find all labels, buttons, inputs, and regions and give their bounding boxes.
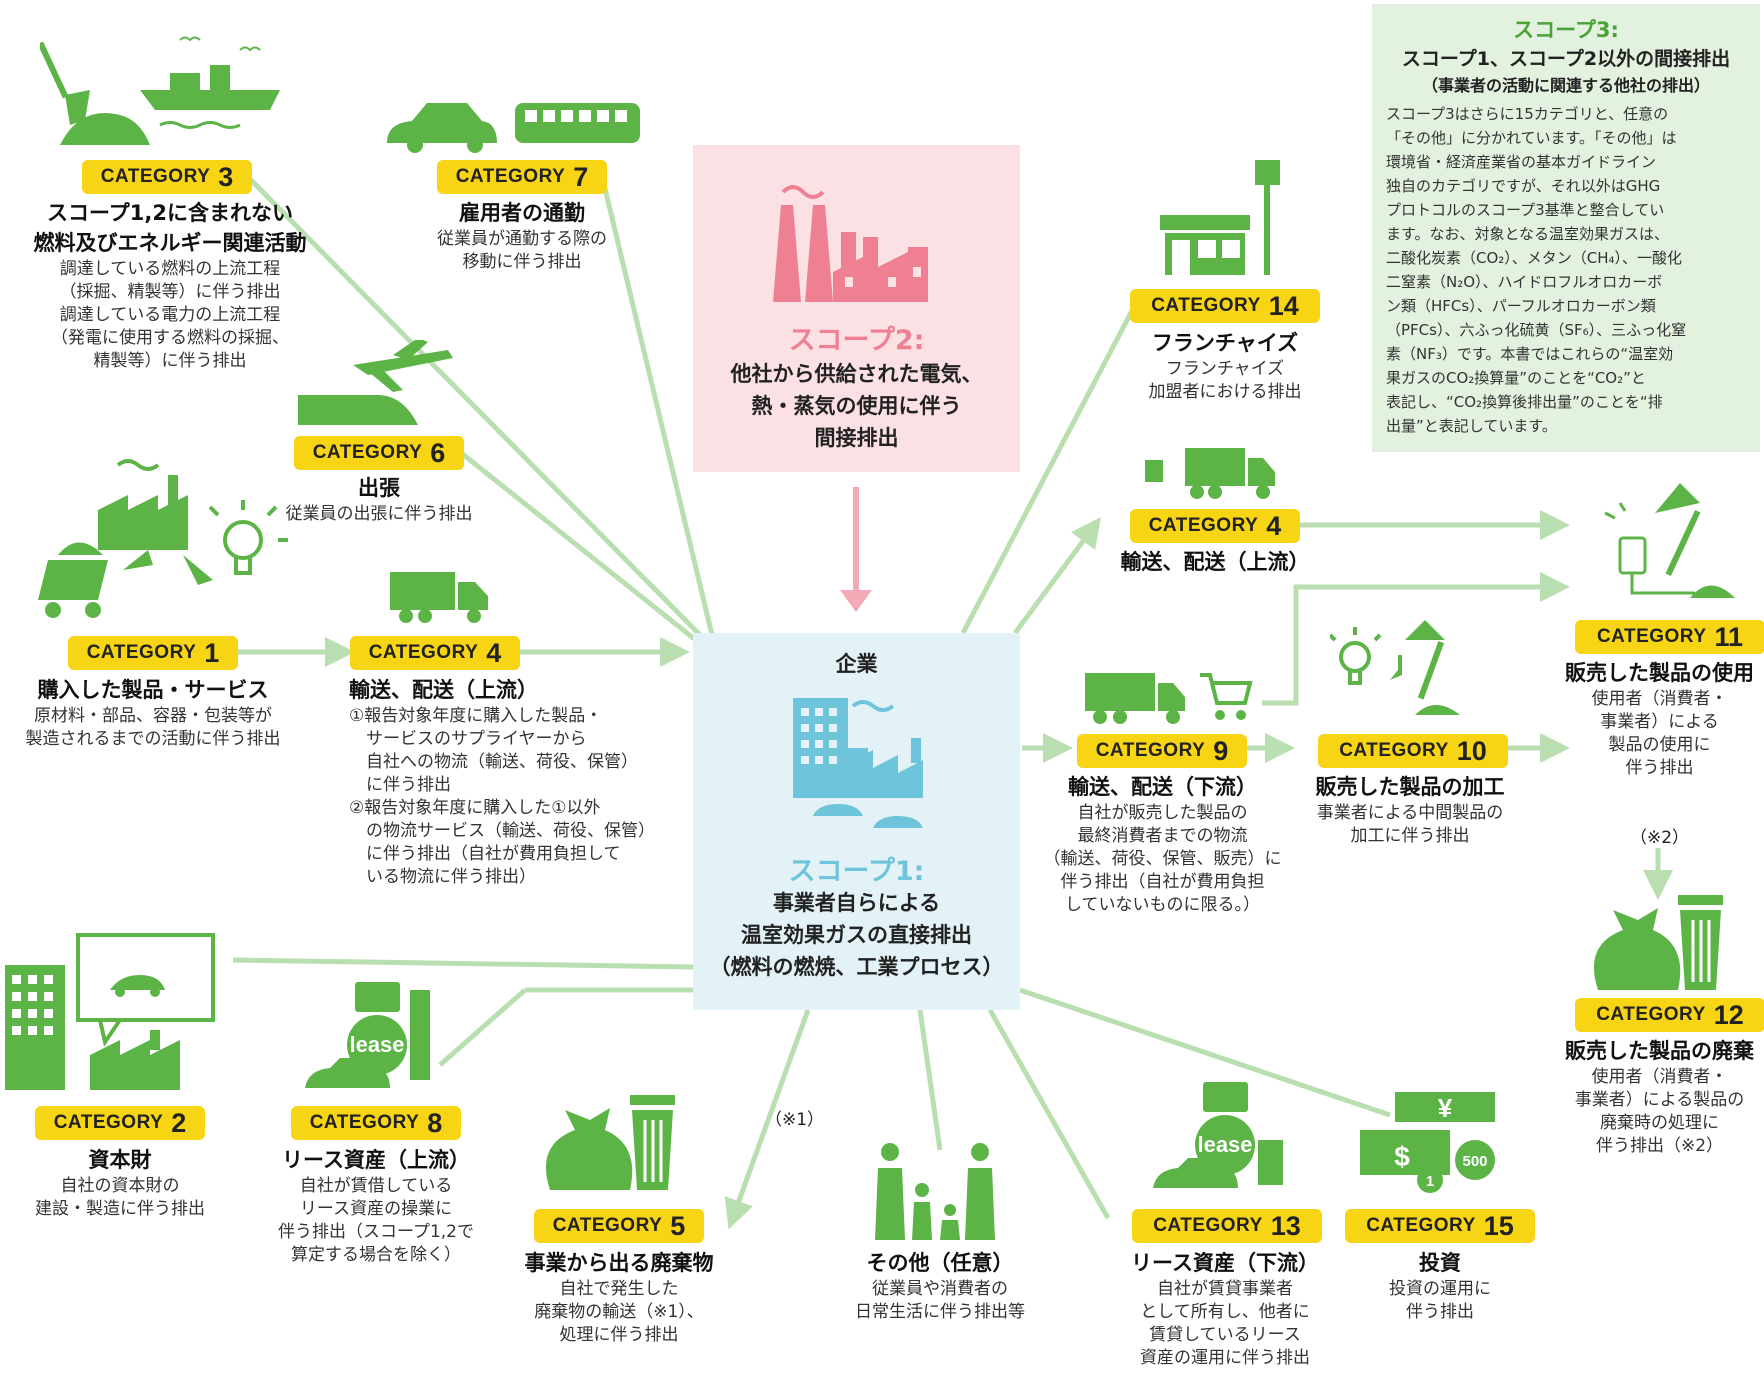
shovel-ship-icon	[40, 36, 280, 145]
coin500-label: 500	[1462, 1153, 1487, 1170]
note-1: （※1）	[765, 1110, 825, 1130]
line-cat5	[724, 1009, 811, 1230]
category-12-text: 販売した製品の廃棄 使用者（消費者・ 事業者）による製品の 廃棄時の処理に 伴う…	[1565, 1039, 1754, 1156]
other-text: その他（任意） 従業員や消費者の 日常生活に伴う排出等	[855, 1251, 1025, 1322]
line-cat8	[438, 988, 527, 1067]
category-4-left-text: 輸送、配送（上流） ①報告対象年度に購入した製品・ サービスのサプライヤーから …	[349, 678, 655, 887]
building-plan-icon	[5, 933, 215, 1090]
shop-icon	[1160, 160, 1280, 275]
scope3-box: スコープ3: スコープ1、スコープ2以外の間接排出 （事業者の活動に関連する他社…	[1372, 4, 1760, 452]
yen-label: ¥	[1438, 1093, 1453, 1123]
line-cat15	[1019, 987, 1391, 1118]
category-10-text: 販売した製品の加工 事業者による中間製品の 加工に伴う排出	[1315, 775, 1505, 846]
truck-right-icon	[1145, 448, 1275, 499]
line-9-11	[1262, 572, 1570, 706]
category-8-text: リース資産（上流） 自社が賃借している リース資産の操業に 伴う排出（スコープ1…	[277, 1148, 474, 1265]
family-icon	[875, 1143, 995, 1240]
category-4-right-text: 輸送、配送（上流）	[1120, 550, 1310, 574]
scope3-subtitle: （事業者の活動に関連する他社の排出）	[1421, 76, 1710, 95]
category-13-text: リース資産（下流） 自社が賃貸事業者 として所有し、他者に 賃貸しているリース …	[1131, 1251, 1319, 1368]
category-5-text: 事業から出る廃棄物 自社で発生した 廃棄物の輸送（※1）、 処理に伴う排出	[524, 1251, 714, 1345]
lease-right-label: lease	[1197, 1132, 1252, 1157]
scope2-desc: 他社から供給された電気、 熱・蒸気の使用に伴う 間接排出	[730, 362, 983, 450]
coin1-label: 1	[1426, 1173, 1434, 1190]
line-other	[917, 1009, 943, 1151]
scope3-label: スコープ3:	[1513, 18, 1619, 42]
category-14-text: フランチャイズ フランチャイズ 加盟者における排出	[1148, 331, 1302, 402]
company-label: 企業	[835, 652, 878, 676]
company-factory-icon	[793, 698, 923, 828]
trash-bag-bin-icon	[545, 1095, 675, 1190]
line-cat2	[232, 957, 694, 970]
scope1-desc: 事業者自らによる 温室効果ガスの直接排出 （燃料の燃焼、工業プロセス）	[709, 891, 1004, 979]
line-cat14	[960, 303, 1138, 635]
dollar-label: $	[1394, 1141, 1410, 1172]
scope3-body: スコープ3はさらに15カテゴリと、任意の 「その他」に分かれています。「その他」…	[1386, 105, 1687, 435]
truck-cart-icon	[1085, 673, 1253, 724]
desk-lamp-icon	[1604, 483, 1735, 598]
category-11-text: 販売した製品の使用 使用者（消費者・ 事業者）による 製品の使用に 伴う排出	[1565, 661, 1754, 778]
category-15-text: 投資 投資の運用に 伴う排出	[1389, 1251, 1491, 1322]
scope1-box: 企業 スコープ1: 事業者自らによる 温室効果ガスの直接排出 （燃料の燃焼、工業…	[693, 633, 1020, 1010]
category-9-text: 輸送、配送（下流） 自社が販売した製品の 最終消費者までの物流 （輸送、荷役、保…	[1043, 775, 1282, 915]
category-6-text: 出張 従業員の出張に伴う排出	[285, 476, 473, 524]
scope1-label: スコープ1:	[788, 856, 925, 887]
category-3-text: スコープ1,2に含まれない 燃料及びエネルギー関連活動 調達している燃料の上流工…	[33, 201, 307, 371]
factory-lightbulb-icon	[38, 459, 288, 618]
line-cat3	[245, 174, 707, 642]
truck-icon	[390, 572, 488, 623]
category-7-text: 雇用者の通勤 従業員が通勤する際の 移動に伴う排出	[437, 201, 607, 272]
power-plant-icon	[773, 185, 928, 302]
category-2-text: 資本財 自社の資本財の 建設・製造に伴う排出	[35, 1148, 205, 1219]
money-icon: ¥ $ 500 1	[1360, 1092, 1495, 1193]
scope2-box: スコープ2: 他社から供給された電気、 熱・蒸気の使用に伴う 間接排出	[693, 145, 1020, 472]
category-1-text: 購入した製品・サービス 原材料・部品、容器・包装等が 製造されるまでの活動に伴う…	[25, 678, 281, 749]
plane-train-icon	[298, 340, 453, 425]
scope3-title: スコープ1、スコープ2以外の間接排出	[1401, 48, 1731, 70]
lease-left-icon: lease	[305, 982, 430, 1088]
line-cat7	[599, 175, 715, 636]
lease-left-label: lease	[349, 1032, 404, 1057]
car-train-icon	[387, 103, 640, 153]
lamp-lightbulb-icon	[1330, 620, 1460, 715]
line-cat4r	[1012, 516, 1101, 635]
note-2: （※2）	[1628, 823, 1692, 848]
line-cat13	[987, 1008, 1111, 1220]
scope2-label: スコープ2:	[788, 325, 925, 356]
lease-right-icon: lease	[1153, 1082, 1283, 1188]
line-cat6	[458, 450, 704, 647]
trash-bag-bin-icon-right	[1593, 895, 1723, 990]
